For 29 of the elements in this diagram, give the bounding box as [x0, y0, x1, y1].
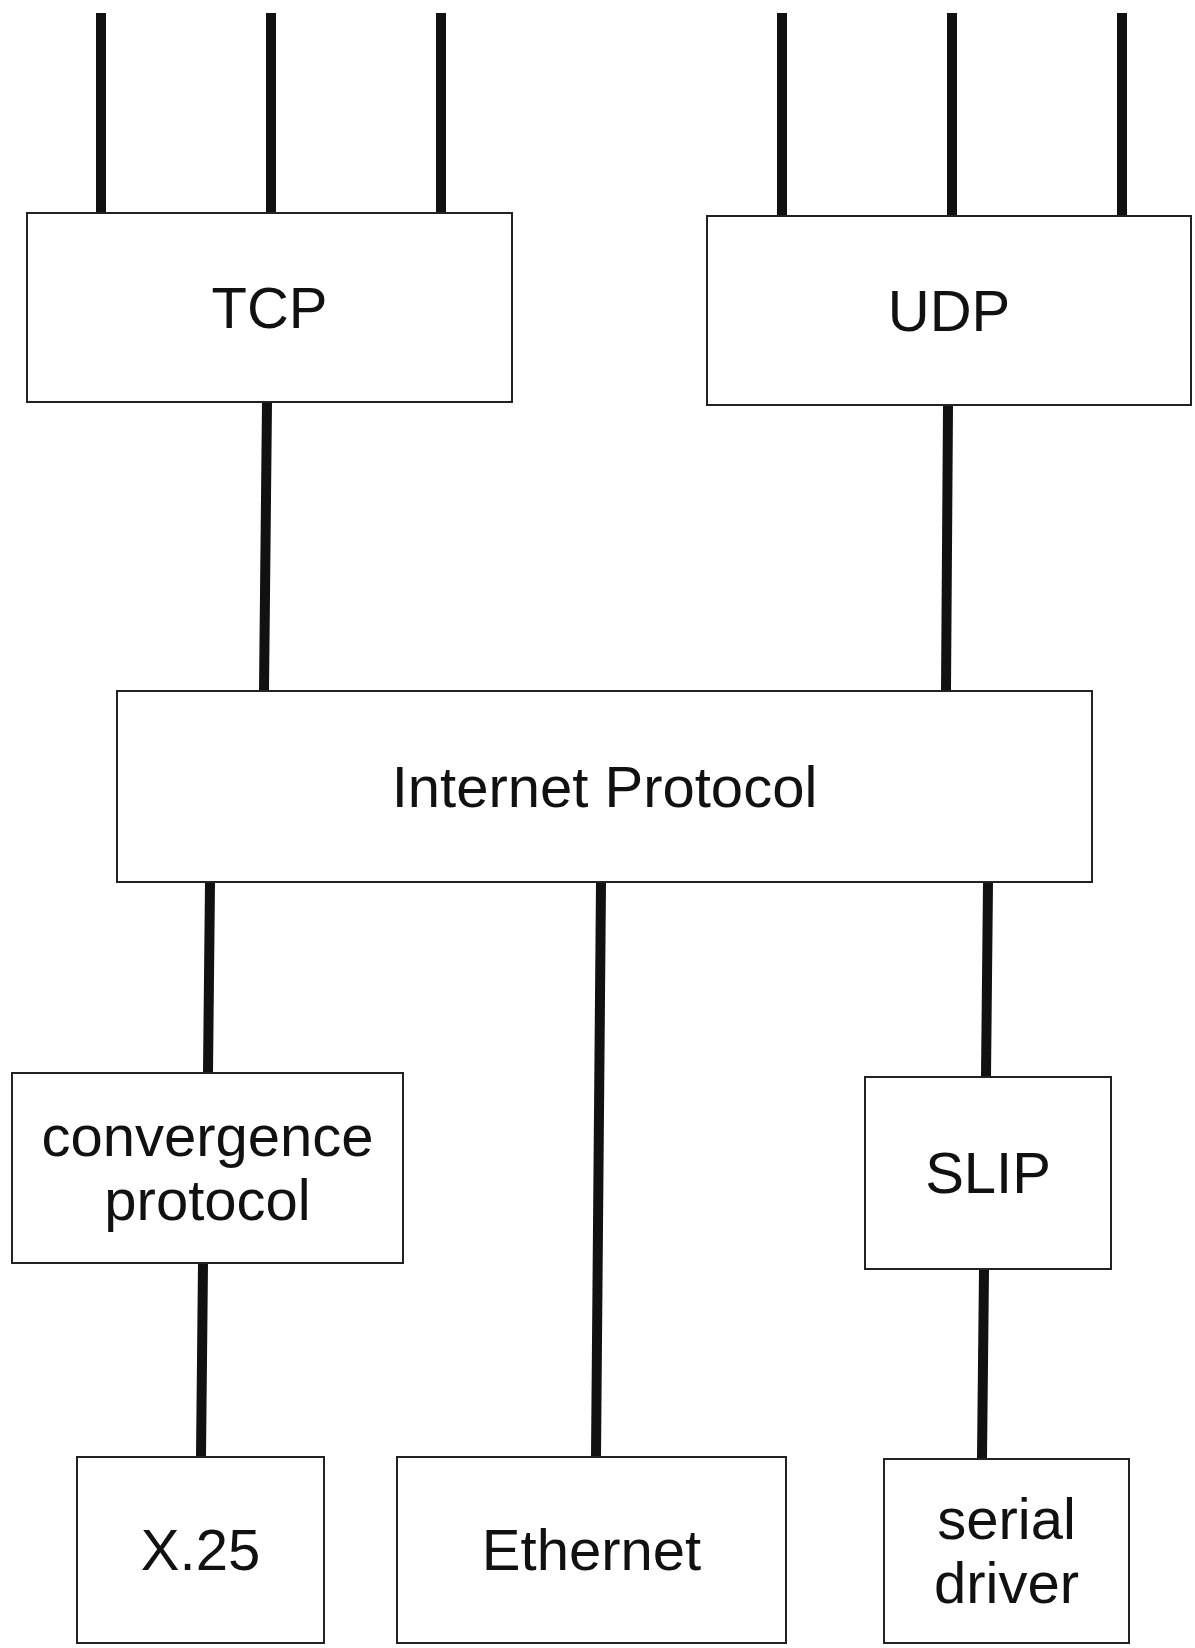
process-box: [11, 1072, 404, 1264]
process-box: [26, 212, 513, 403]
box-label: UDP: [887, 278, 1011, 343]
box-label: SLIP: [925, 1141, 1051, 1205]
process-box: [396, 1456, 787, 1644]
box-label: X.25: [140, 1518, 261, 1582]
box-label: TCP: [211, 275, 328, 340]
box-label: serial driver: [933, 1487, 1080, 1615]
box-label: Ethernet: [481, 1518, 702, 1582]
connector-line: [941, 405, 953, 691]
connector-line: [981, 882, 993, 1077]
box-label: convergence protocol: [40, 1104, 375, 1232]
connector-line: [1117, 13, 1127, 215]
process-box: [864, 1076, 1112, 1270]
connector-line: [266, 13, 276, 212]
process-box: [706, 215, 1192, 406]
connector-line: [777, 13, 787, 215]
connector-line: [96, 13, 106, 212]
box-label: Internet Protocol: [391, 754, 818, 819]
process-box: [883, 1458, 1130, 1644]
connector-line: [947, 13, 957, 215]
connector-line: [196, 1263, 208, 1457]
connector-line: [977, 1269, 989, 1459]
connector-line: [436, 13, 446, 212]
connector-line: [591, 882, 606, 1457]
connector-line: [203, 882, 215, 1073]
process-box: [116, 690, 1093, 883]
connector-line: [259, 402, 272, 691]
process-box: [76, 1456, 325, 1644]
